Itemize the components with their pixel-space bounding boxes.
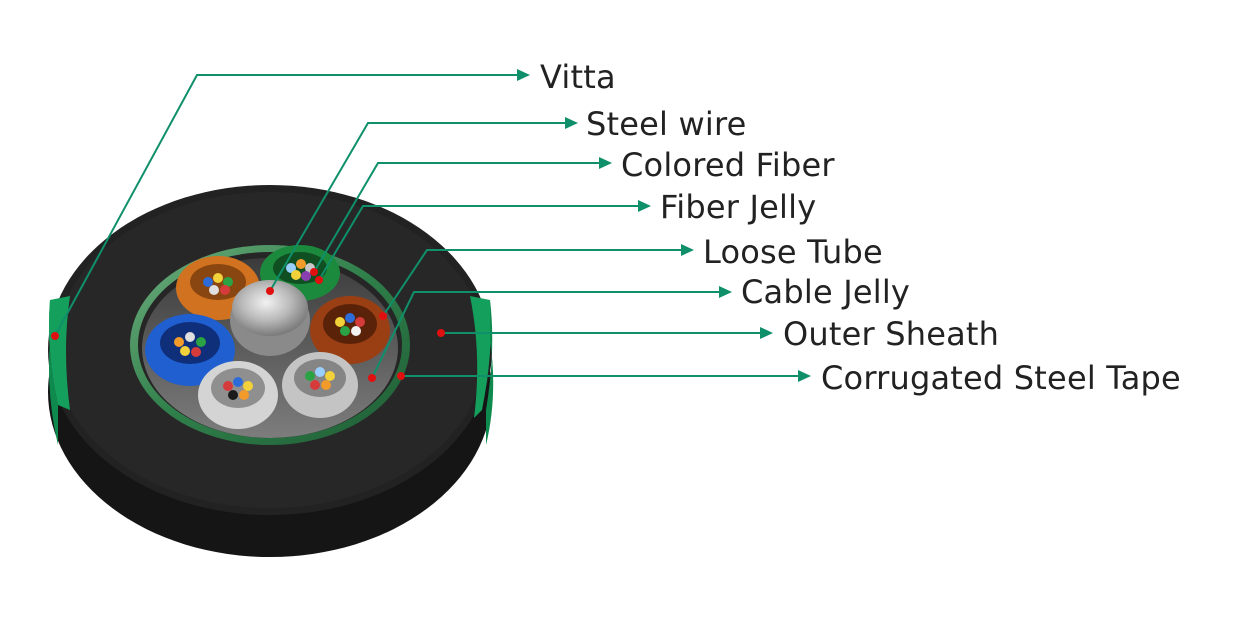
- label-vitta: Vitta: [540, 58, 616, 96]
- marker-dot-fiber-jelly: [315, 276, 323, 284]
- leader-lines: [51, 69, 811, 382]
- leader-line-loose-tube: [382, 249, 684, 317]
- label-outer-sheath: Outer Sheath: [783, 315, 1000, 353]
- leader-line-cable-jelly: [371, 291, 722, 379]
- marker-dot-loose-tube: [379, 312, 387, 320]
- arrowhead-colored-fiber: [599, 157, 612, 169]
- label-cable-jelly: Cable Jelly: [741, 273, 911, 311]
- marker-dot-steel-wire: [266, 287, 274, 295]
- loose-tube-brown: [310, 296, 390, 364]
- leader-line-steel-wire: [269, 122, 568, 292]
- arrowhead-cable-jelly: [719, 286, 732, 298]
- leader-line-fiber-jelly: [318, 205, 641, 281]
- loose-tube-white-left: [198, 361, 278, 429]
- arrowhead-corrugated-steel-tape: [798, 370, 811, 382]
- marker-dot-outer-sheath: [437, 329, 445, 337]
- loose-tube-white-right: [282, 352, 358, 418]
- arrowhead-loose-tube: [681, 244, 694, 256]
- marker-dot-corrugated-steel-tape: [397, 372, 405, 380]
- marker-dot-cable-jelly: [368, 374, 376, 382]
- leader-line-vitta: [54, 74, 520, 337]
- leader-line-colored-fiber: [313, 162, 602, 273]
- label-corrugated-steel-tape: Corrugated Steel Tape: [821, 359, 1181, 397]
- label-steel-wire: Steel wire: [586, 105, 747, 143]
- marker-dot-colored-fiber: [310, 268, 318, 276]
- marker-dot-vitta: [51, 332, 59, 340]
- label-colored-fiber: Colored Fiber: [621, 146, 835, 184]
- arrowhead-outer-sheath: [760, 327, 773, 339]
- arrowhead-steel-wire: [565, 117, 578, 129]
- arrowhead-vitta: [517, 69, 530, 81]
- vitta-stripe: [49, 296, 494, 445]
- arrowhead-fiber-jelly: [638, 200, 651, 212]
- label-loose-tube: Loose Tube: [703, 233, 883, 271]
- cable-core: [142, 245, 398, 438]
- steel-wire: [230, 280, 310, 356]
- loose-tube-blue: [145, 314, 235, 386]
- label-fiber-jelly: Fiber Jelly: [660, 188, 817, 226]
